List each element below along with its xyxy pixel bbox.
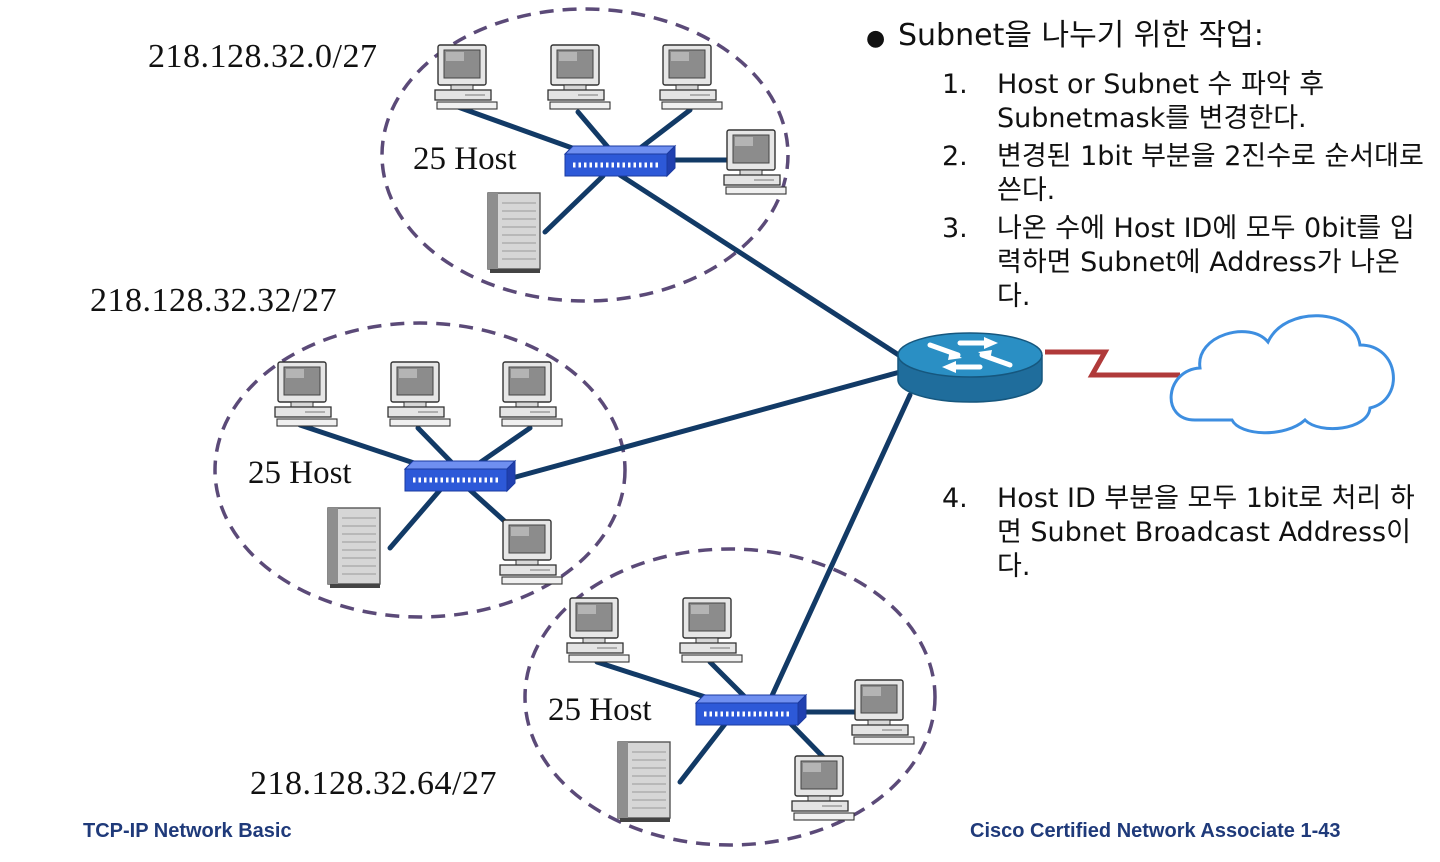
pc-icon xyxy=(791,755,855,821)
pc-icon xyxy=(387,361,451,427)
step-text: 나온 수에 Host ID에 모두 0bit를 입력하면 Subnet에 Add… xyxy=(997,213,1415,312)
pc-icon xyxy=(659,44,723,110)
network-links xyxy=(297,104,928,785)
router-icon xyxy=(897,332,1043,403)
subnet-boundary-3 xyxy=(523,547,937,847)
wan-link xyxy=(1045,349,1180,378)
host-count-3: 25 Host xyxy=(548,692,652,728)
server-icon xyxy=(487,192,541,274)
cloud-icon xyxy=(1169,314,1395,435)
network-address-3: 218.128.32.64/27 xyxy=(250,765,497,802)
step-text: 변경된 1bit 부분을 2진수로 순서대로 쓴다. xyxy=(997,141,1424,206)
network-address-1: 218.128.32.0/27 xyxy=(148,38,378,75)
step-1: 1. Host or Subnet 수 파악 후 Subnetmask를 변경한… xyxy=(942,68,1426,136)
notes-heading: Subnet을 나누기 위한 작업: xyxy=(898,18,1264,53)
step-number: 1. xyxy=(942,69,968,100)
step-number: 2. xyxy=(942,141,968,172)
bullet-icon: ● xyxy=(866,26,886,51)
network-address-2: 218.128.32.32/27 xyxy=(90,282,337,319)
step-text: Host or Subnet 수 파악 후 Subnetmask를 변경한다. xyxy=(997,69,1325,134)
subnet-boundary-2 xyxy=(213,321,627,619)
host-count-2: 25 Host xyxy=(248,455,352,491)
step-number: 3. xyxy=(942,213,968,244)
step-number: 4. xyxy=(942,483,968,514)
pc-icon xyxy=(499,519,563,585)
pc-icon xyxy=(679,597,743,663)
pc-icon xyxy=(499,361,563,427)
pc-icon xyxy=(547,44,611,110)
pc-icon xyxy=(851,679,915,745)
pc-icon xyxy=(274,361,338,427)
subnet-boundary-1 xyxy=(380,7,790,303)
pc-icon xyxy=(434,44,498,110)
switch-icon xyxy=(565,146,675,176)
pc-icon xyxy=(723,129,787,195)
step-2: 2. 변경된 1bit 부분을 2진수로 순서대로 쓴다. xyxy=(942,140,1426,208)
server-icon xyxy=(617,741,671,823)
switch-icon xyxy=(405,461,515,491)
step-text: Host ID 부분을 모두 1bit로 처리 하면 Subnet Broadc… xyxy=(997,483,1415,582)
pc-icon xyxy=(566,597,630,663)
footer-right: Cisco Certified Network Associate 1-43 xyxy=(970,820,1341,842)
subnet-steps: ● Subnet을 나누기 위한 작업: 1. Host or Subnet 수… xyxy=(866,14,1426,314)
switch-icon xyxy=(696,695,806,725)
footer-left: TCP-IP Network Basic xyxy=(83,820,292,842)
step-3: 3. 나온 수에 Host ID에 모두 0bit를 입력하면 Subnet에 … xyxy=(942,212,1426,314)
server-icon xyxy=(327,507,381,589)
notes-heading-row: ● Subnet을 나누기 위한 작업: xyxy=(866,14,1426,64)
host-count-1: 25 Host xyxy=(413,141,517,177)
step-4: 4. Host ID 부분을 모두 1bit로 처리 하면 Subnet Bro… xyxy=(942,482,1422,584)
